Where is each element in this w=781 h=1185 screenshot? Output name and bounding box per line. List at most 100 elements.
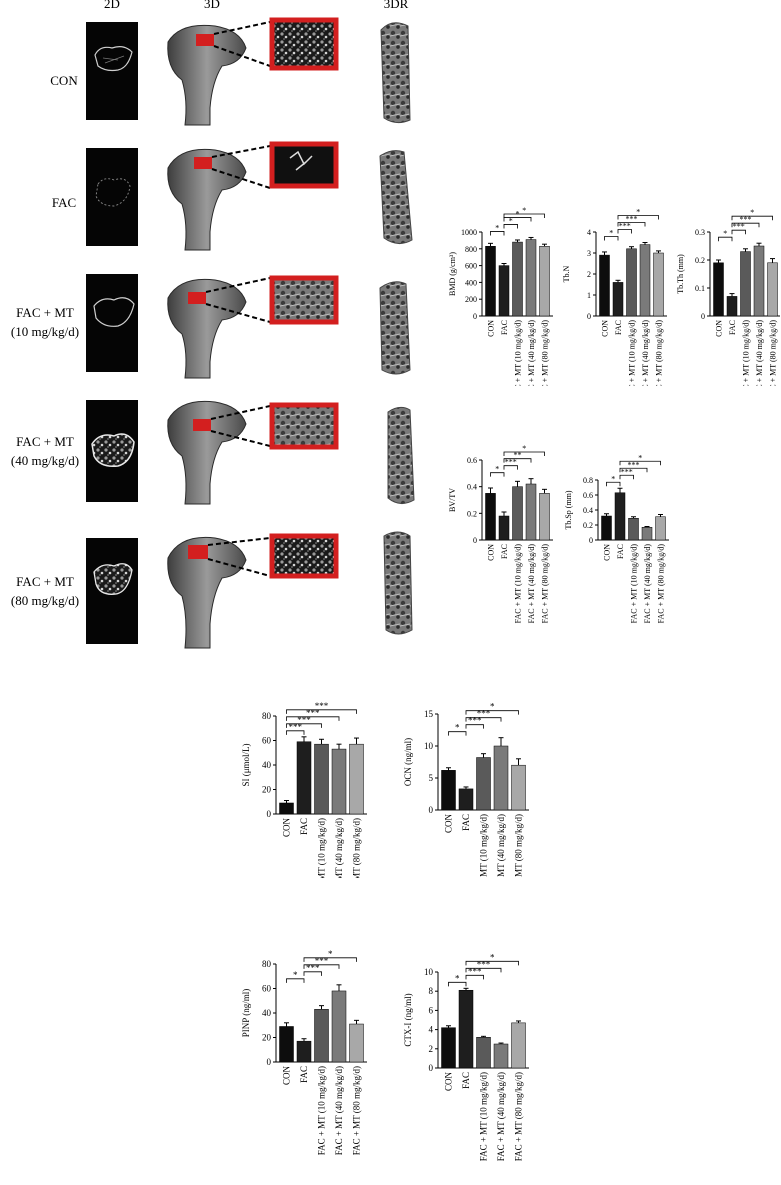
category-label: CON	[601, 320, 610, 337]
y-axis-label: BV/TV	[448, 488, 457, 512]
significance-label: *	[328, 949, 333, 959]
bar	[726, 296, 738, 317]
significance-bracket	[448, 981, 467, 987]
category-label: FAC + MT (10 mg/kg/d)	[630, 544, 639, 624]
y-tick-label: 8	[429, 986, 434, 996]
y-tick-label: 600	[465, 262, 477, 271]
y-axis-label: CTX-I (ng/ml)	[403, 993, 413, 1046]
category-label: FAC + MT (10 mg/kg/d)	[742, 320, 751, 386]
bar	[279, 802, 294, 815]
bar	[713, 262, 724, 317]
bar	[331, 748, 347, 815]
bar	[314, 1009, 329, 1063]
category-label: FAC + MT (40 mg/kg/d)	[641, 320, 650, 386]
row-label-mt80: FAC + MT(80 mg/kg/d)	[10, 574, 80, 608]
bar	[493, 1043, 509, 1069]
y-tick-label: 60	[262, 984, 272, 994]
bar	[498, 265, 510, 317]
bar	[331, 990, 347, 1063]
significance-bracket	[619, 474, 634, 480]
category-label: FAC + MT (40 mg/kg/d)	[643, 544, 652, 624]
significance-label: ***	[315, 701, 329, 711]
y-tick-label: 3	[587, 249, 591, 258]
significance-bracket	[286, 730, 305, 735]
y-tick-label: 0	[429, 805, 434, 815]
row-mt40-images	[86, 400, 415, 505]
bar	[655, 516, 666, 541]
category-label: FAC	[299, 818, 309, 835]
significance-bracket	[503, 465, 518, 470]
roi-zoom	[269, 275, 339, 325]
bar	[612, 282, 624, 317]
row-fac-images	[86, 141, 413, 251]
category-label: FAC + MT (10 mg/kg/d)	[479, 814, 489, 878]
roi-marker	[194, 157, 212, 169]
y-tick-label: 0.4	[583, 506, 593, 515]
y-tick-label: 2	[587, 270, 591, 279]
significance-label: ***	[315, 956, 329, 966]
3d-reconstruction	[387, 406, 415, 504]
significance-bracket	[465, 710, 519, 715]
y-tick-label: 0.1	[695, 284, 705, 293]
category-label: FAC	[461, 1072, 471, 1089]
y-tick-label: 4	[587, 228, 591, 237]
bar	[485, 493, 496, 541]
significance-label: *	[636, 208, 640, 217]
significance-bracket	[718, 236, 733, 242]
femur-cross-section	[93, 563, 133, 595]
significance-label: *	[495, 465, 499, 474]
significance-bracket	[503, 217, 532, 222]
category-label: CON	[487, 544, 496, 561]
category-label: FAC + MT (10 mg/kg/d)	[628, 320, 637, 386]
roi-marker	[196, 34, 214, 46]
bar	[485, 246, 496, 317]
significance-label: ***	[505, 458, 517, 467]
y-tick-label: 80	[262, 711, 272, 721]
3d-reconstruction	[383, 531, 413, 635]
category-label: CON	[487, 320, 496, 337]
y-tick-label: 0.4	[467, 483, 477, 492]
roi-marker	[188, 292, 206, 304]
bar	[493, 745, 509, 811]
category-label: FAC + MT (80 mg/kg/d)	[655, 320, 664, 386]
column-header-2d: 2D	[104, 0, 120, 11]
significance-label: *	[522, 206, 526, 215]
category-label: FAC + MT (80 mg/kg/d)	[769, 320, 778, 386]
significance-label: *	[509, 216, 513, 225]
bar	[512, 241, 523, 317]
significance-label: *	[611, 474, 615, 483]
category-label: FAC + MT (40 mg/kg/d)	[496, 1072, 506, 1161]
bar	[512, 486, 523, 541]
femur-cross-section	[95, 178, 131, 207]
category-label: FAC + MT (10 mg/kg/d)	[317, 818, 327, 878]
significance-bracket	[465, 974, 484, 980]
femur-3d-model	[167, 400, 247, 505]
bar	[296, 741, 312, 815]
bar	[614, 492, 626, 541]
category-label: FAC + MT (80 mg/kg/d)	[352, 1066, 362, 1155]
significance-label: *	[293, 970, 298, 980]
ct-slice-2d	[86, 148, 138, 246]
significance-label: ***	[306, 708, 320, 718]
significance-bracket	[503, 213, 545, 218]
category-label: FAC	[728, 320, 737, 335]
femur-3d-model	[167, 278, 247, 379]
y-tick-label: 0	[429, 1063, 434, 1073]
roi-zoom	[269, 17, 339, 71]
bar	[441, 1027, 456, 1069]
bar	[641, 527, 653, 541]
significance-bracket	[303, 971, 322, 976]
bar	[753, 245, 765, 317]
y-axis-label: Tb.Th (mm)	[676, 254, 685, 294]
category-label: FAC + MT (80 mg/kg/d)	[657, 544, 666, 624]
significance-label: ***	[626, 215, 638, 224]
bar	[314, 743, 329, 815]
category-label: FAC	[616, 544, 625, 559]
bar	[653, 252, 664, 317]
significance-bracket	[619, 467, 648, 473]
